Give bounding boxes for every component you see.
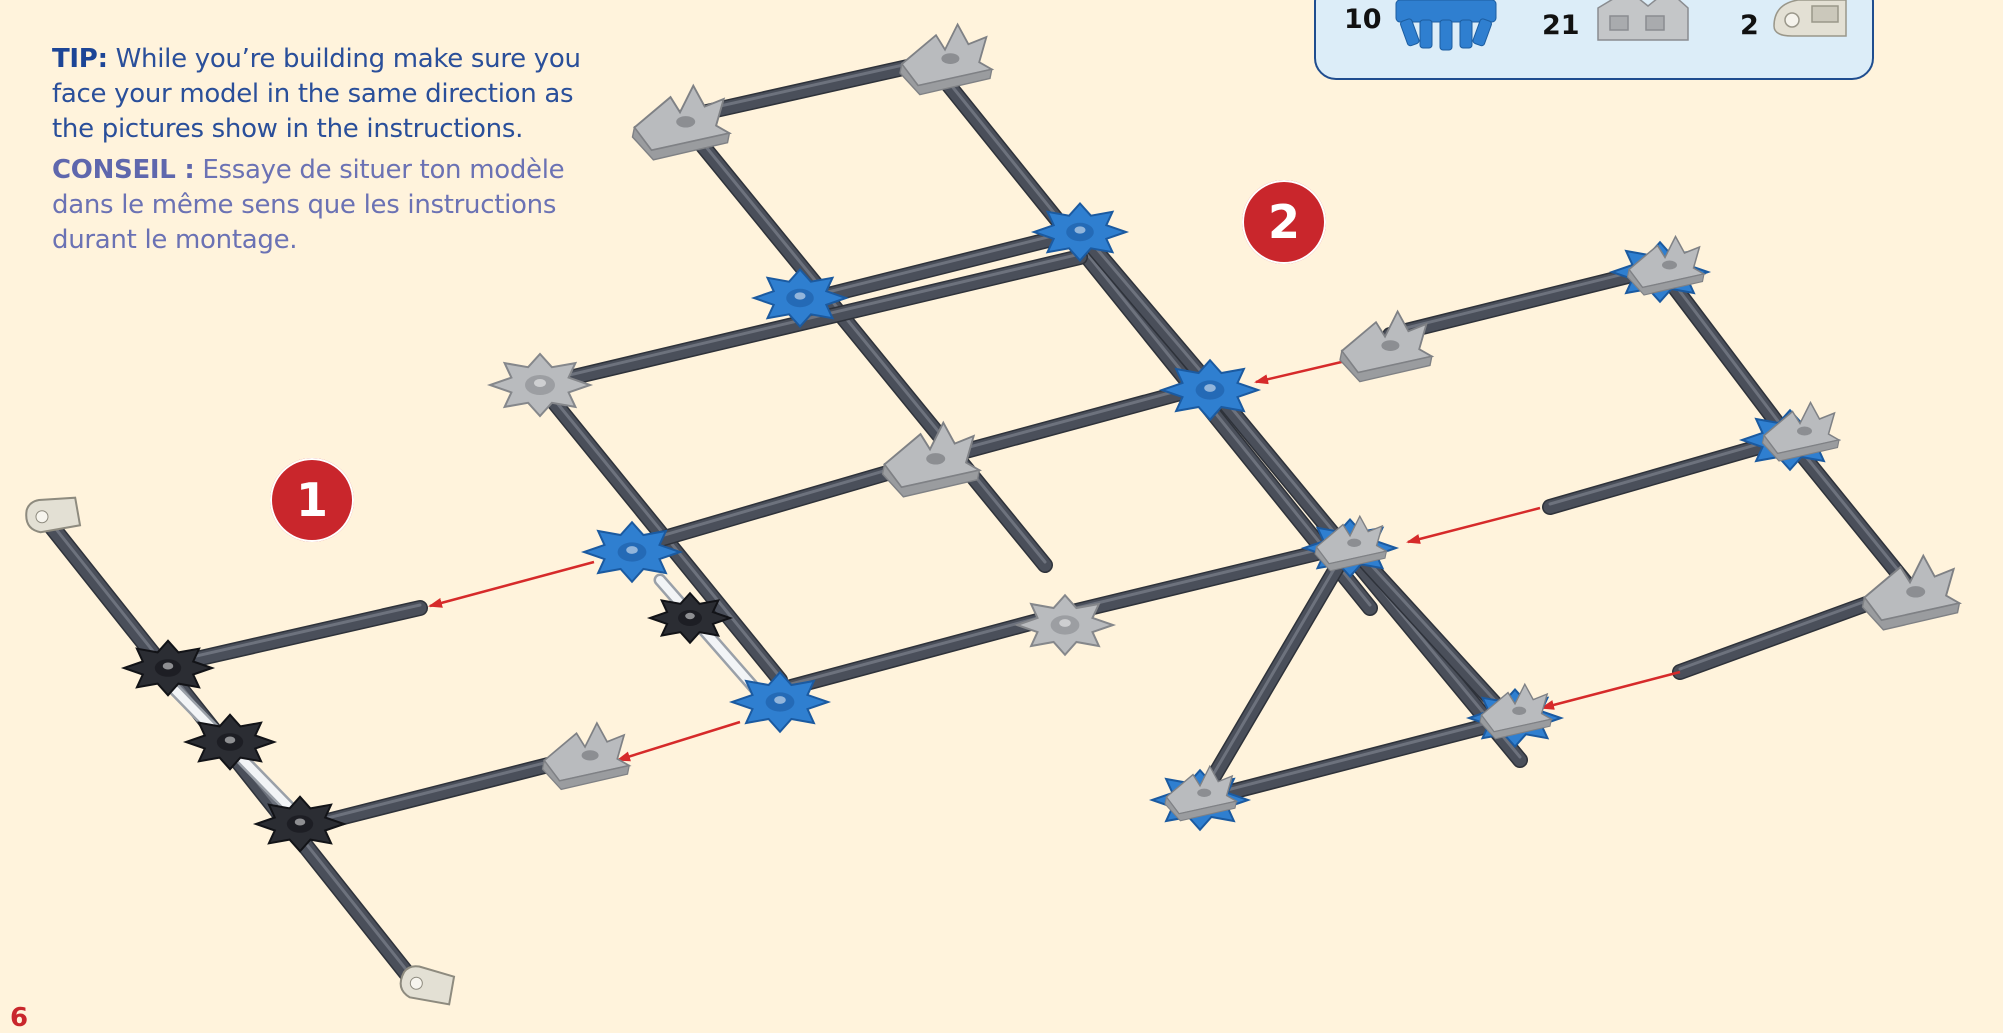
gray-half-connector [1314, 514, 1389, 572]
rod [917, 377, 1218, 470]
rod [922, 54, 1378, 616]
gray-connector [486, 352, 594, 418]
step-1-badge: 1 [270, 458, 354, 542]
white-link-rod [653, 573, 772, 707]
tip-french-label: CONSEIL : [52, 155, 195, 185]
rod [1072, 224, 1218, 393]
white-clip [399, 965, 456, 1006]
blue-connector [580, 520, 684, 584]
black-connector [646, 591, 734, 645]
rod [292, 752, 576, 836]
part-count-gray: 21 [1542, 10, 1580, 41]
part-count-blue: 10 [1344, 4, 1382, 35]
blue-connector [750, 267, 850, 329]
blue-connector [728, 670, 832, 734]
tip-english-text: While you’re building make sure you face… [52, 44, 581, 144]
blue-connector [1030, 201, 1130, 263]
rod [672, 110, 1053, 573]
gray-half-connector [1861, 553, 1963, 631]
black-connector [182, 713, 278, 771]
rod [1342, 537, 1518, 728]
rod [1382, 260, 1668, 343]
rods-layer [39, 54, 1918, 999]
red-arrow [616, 720, 741, 762]
white-clip [25, 496, 82, 534]
gray-half-connector [1479, 682, 1554, 740]
white-clip-icon [1773, 0, 1847, 37]
blue-connector [1158, 358, 1262, 422]
gray-connector [1013, 593, 1117, 657]
rod [1652, 260, 1798, 448]
connectors-layer [25, 22, 1963, 1006]
gray-half-connector [631, 83, 733, 161]
rod [1052, 537, 1358, 623]
tip-block: TIP: While you’re building make sure you… [52, 42, 592, 264]
rod [1192, 712, 1518, 808]
rod [1192, 537, 1358, 808]
black-connector [252, 795, 348, 853]
gray-half-connector [1626, 234, 1707, 296]
rod [792, 224, 1088, 310]
part-count-white: 2 [1740, 10, 1759, 41]
blue-connector-icon [1395, 0, 1497, 51]
gray-half-connector [1164, 764, 1239, 822]
tip-french-text: Essaye de situer ton modèle dans le même… [52, 155, 565, 255]
rod [1782, 432, 1918, 596]
step-2-badge: 2 [1242, 180, 1326, 264]
tip-english: TIP: While you’re building make sure you… [52, 42, 592, 147]
parts-legend: 10 21 2 [1314, 0, 1874, 80]
page-number: 6 [10, 1003, 29, 1033]
gray-half-connector [899, 22, 995, 96]
red-arrow [1254, 358, 1351, 385]
rod [162, 600, 428, 673]
tip-english-label: TIP: [52, 44, 108, 74]
gray-half-connector [1761, 400, 1842, 462]
black-connector [120, 639, 216, 697]
rod [1542, 430, 1798, 515]
gray-half-connector [541, 721, 632, 791]
rod [772, 607, 1068, 698]
arrows-layer [428, 358, 1681, 762]
tip-french: CONSEIL : Essaye de situer ton modèle da… [52, 153, 592, 258]
gray-half-connector [1339, 309, 1435, 383]
red-arrow [1406, 506, 1541, 544]
rod [622, 454, 933, 556]
red-arrow [1540, 670, 1681, 710]
gray-half-connector-icon [1597, 0, 1689, 41]
gray-half-connector [881, 420, 983, 498]
red-arrow [428, 560, 595, 608]
rod [532, 249, 1088, 393]
